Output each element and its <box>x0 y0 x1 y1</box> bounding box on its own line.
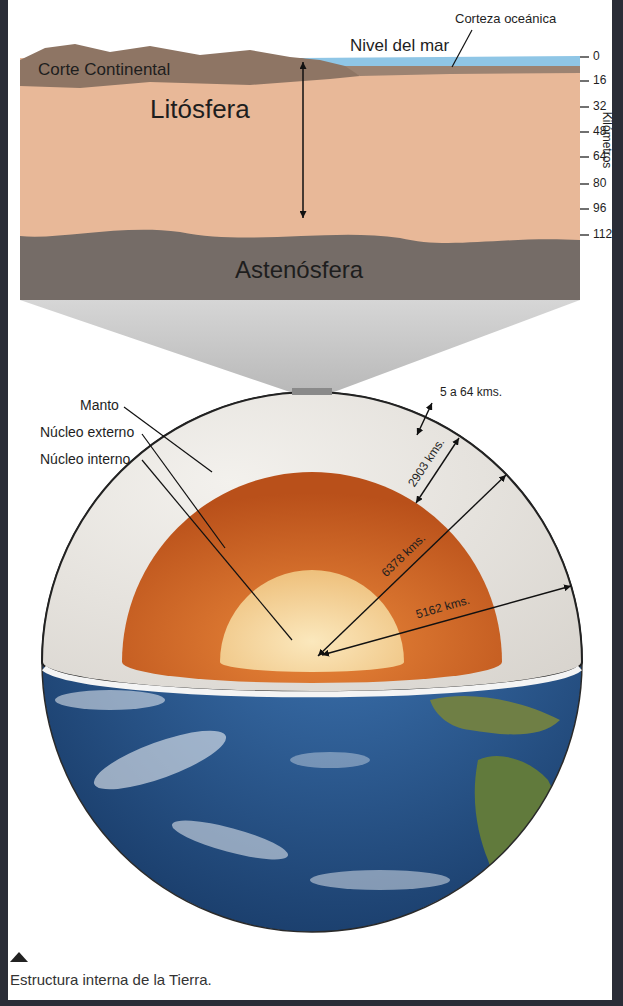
scale-value: 96 <box>593 202 606 216</box>
sea-level-label: Nivel del mar <box>350 36 449 56</box>
dimension-label: 6378 kms. <box>379 532 428 580</box>
label-text: 5162 kms. <box>414 593 471 622</box>
label-text: Núcleo interno <box>40 451 130 467</box>
layer-label: Litósfera <box>150 95 250 125</box>
globe-outline <box>42 392 582 932</box>
crust-label: Corte Continental <box>38 60 170 80</box>
part-label: Núcleo externo <box>40 424 134 440</box>
label-text: Corte Continental <box>38 60 170 79</box>
label-text: Núcleo externo <box>40 424 134 440</box>
label-text: 112 <box>593 227 612 241</box>
label-text: 80 <box>593 176 606 190</box>
dimension-label: 2903 kms. <box>406 436 448 490</box>
label-text: 96 <box>593 201 606 215</box>
label-text: 5 a 64 kms. <box>440 385 502 399</box>
earth-surface <box>42 392 582 932</box>
label-text: Nivel del mar <box>350 36 449 55</box>
label-text: Manto <box>80 397 119 413</box>
leader-lines <box>124 407 292 640</box>
label-text: 16 <box>593 73 606 87</box>
caption-text: Estructura interna de la Tierra. <box>10 971 212 988</box>
label-text: Corteza oceánica <box>455 11 556 26</box>
figure-caption: Estructura interna de la Tierra. <box>10 971 212 988</box>
part-label: Núcleo interno <box>40 451 130 467</box>
label-text: Astenósfera <box>235 256 363 283</box>
label-text: 32 <box>593 99 606 113</box>
scale-value: 16 <box>593 74 606 88</box>
layer-label: Astenósfera <box>235 256 363 284</box>
label-text: 2903 kms. <box>405 436 447 490</box>
label-text: Litósfera <box>150 94 250 124</box>
label-text: 6378 kms. <box>379 531 429 580</box>
label-text: Kilómetros <box>600 112 614 169</box>
zoom-funnel <box>20 300 580 392</box>
crust-label: Corteza oceánica <box>455 12 556 27</box>
scale-value: 0 <box>593 50 600 64</box>
white-panel <box>8 0 612 1000</box>
part-label: Manto <box>80 397 119 413</box>
dimension-label: 5 a 64 kms. <box>440 386 502 400</box>
caption-marker <box>10 952 28 962</box>
dimension-label: 5162 kms. <box>414 594 471 623</box>
dimension-arrows <box>318 403 571 656</box>
crust-section <box>20 30 589 300</box>
scale-value: 80 <box>593 177 606 191</box>
scale-unit: Kilómetros <box>599 112 613 169</box>
label-text: 0 <box>593 49 600 63</box>
scale-value: 112 <box>593 228 612 242</box>
